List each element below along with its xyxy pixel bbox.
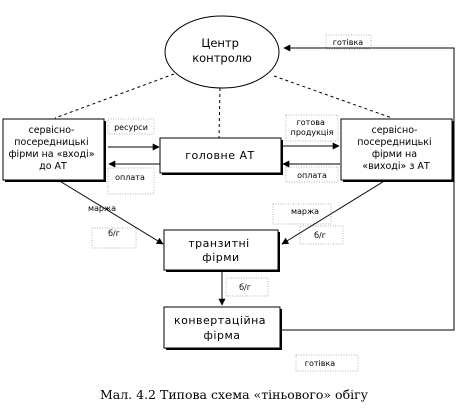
label-bg-left: б/г xyxy=(108,229,120,238)
frame-payment-left xyxy=(107,167,155,195)
frame-bg-bottom xyxy=(225,277,269,297)
control-center-label: Центр контролю xyxy=(192,36,252,65)
input-firms-node xyxy=(2,118,105,181)
label-resources: ресурси xyxy=(114,123,148,132)
label-bg-right: б/г xyxy=(314,231,326,240)
control-link-left xyxy=(54,73,175,119)
transit-firms-node xyxy=(163,229,279,271)
frame-product xyxy=(285,114,339,142)
frame-bg-right xyxy=(299,225,344,245)
main-at-node xyxy=(159,137,282,174)
label-finished-product: готова продукція xyxy=(291,118,334,137)
arrow-margin-right xyxy=(281,179,387,245)
control-link-main xyxy=(218,87,221,139)
frame-payment-right xyxy=(285,166,339,183)
figure-caption: Мал. 4.2 Типова схема «тіньового» обігу xyxy=(100,387,369,402)
output-firms-node xyxy=(340,118,453,181)
control-center-node xyxy=(164,15,280,89)
input-firms-label: сервісно- посередницькі фірми на «вході»… xyxy=(8,125,97,172)
frame-bg-left xyxy=(91,227,137,249)
control-link-right xyxy=(273,75,393,119)
main-at-label: головне АТ xyxy=(185,149,254,162)
label-payment-right: оплата xyxy=(297,171,327,180)
frame-cash-top xyxy=(325,34,372,50)
conversion-firm-label: конвертаційна фірма xyxy=(174,314,270,342)
label-payment-left: оплата xyxy=(115,173,145,182)
arrow-cash-loop xyxy=(280,44,455,331)
arrow-margin-left xyxy=(57,179,164,245)
label-margin-right: маржа xyxy=(291,207,319,216)
frame-cash-bottom xyxy=(295,354,359,372)
frame-resources xyxy=(107,118,155,135)
transit-firms-label: транзитні фірми xyxy=(188,237,253,264)
label-bg-bottom: б/г xyxy=(239,283,251,292)
label-cash-top: готівка xyxy=(333,38,364,47)
output-firms-label: сервісно- посередницькі фірми на «виході… xyxy=(357,125,434,172)
label-margin-left: маржа xyxy=(88,204,116,213)
label-cash-bottom: готівка xyxy=(305,359,336,368)
conversion-firm-node xyxy=(163,306,281,349)
